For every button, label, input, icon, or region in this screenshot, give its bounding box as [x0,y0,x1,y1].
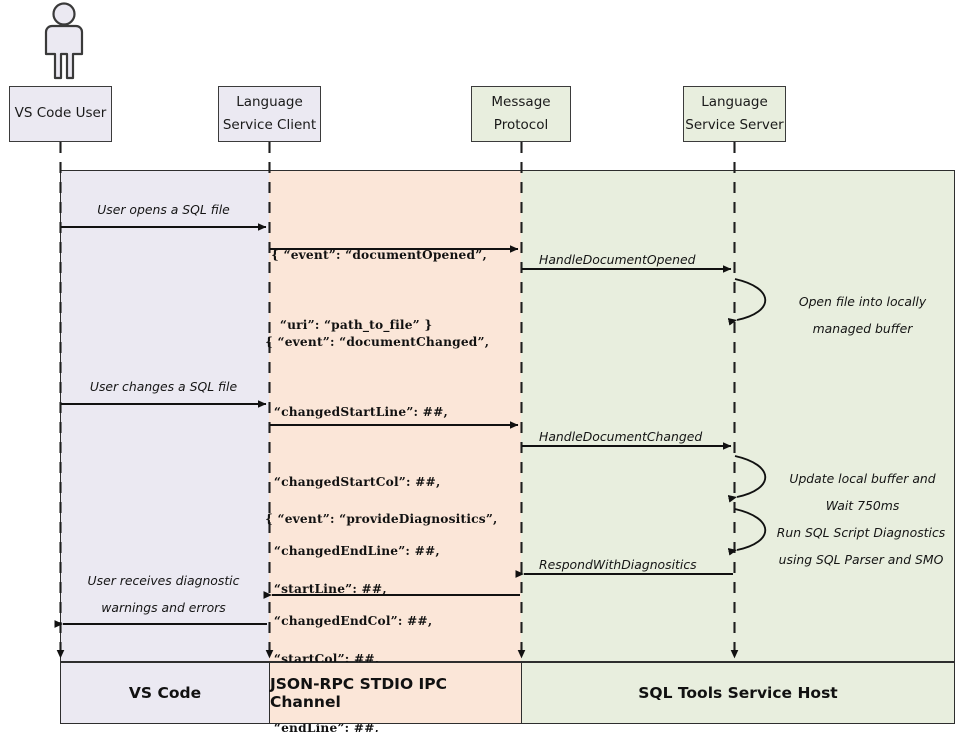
payload-line: “changedEndLine”: ##, [265,544,440,559]
stick-figure-actor [44,2,84,80]
participant-label-line2: Protocol [493,116,549,133]
label-user-receives-diagnostics-line2: warnings and errors [101,600,226,615]
payload-line: “changedStartCol”: ##, [265,474,441,489]
annotation-open-file-buffer-line2: managed buffer [812,321,913,336]
zone-ipc-channel [269,170,521,662]
footer-label: SQL Tools Service Host [638,684,838,702]
payload-document-opened: { “event”: “documentOpened”, “uri”: “pat… [271,198,487,384]
participant-label-line2: Service Server [685,116,784,133]
payload-line: { “event”: “documentOpened”, [271,248,487,263]
participant-message-protocol[interactable]: Message Protocol [471,86,571,142]
payload-line: “startLine”: ##, [265,582,387,597]
selfloop-run-diagnostics [727,508,767,556]
zone-sql-tools-host [521,170,955,662]
annotation-update-buffer-line2: Wait 750ms [825,498,900,513]
payload-line: { “event”: “documentChanged”, [265,335,490,350]
participant-label-line1: Message [491,94,551,110]
footer-sql-tools-service-host[interactable]: SQL Tools Service Host [521,662,955,724]
zone-vscode [60,170,269,662]
annotation-run-diagnostics-line2: using SQL Parser and SMO [778,552,944,567]
payload-line: “uri”: “path_to_file” } [271,318,433,333]
footer-vs-code[interactable]: VS Code [60,662,270,724]
payload-line: “changedEndCol”: ##, [265,613,433,628]
payload-line: { “event”: “provideDiagnositics”, [265,512,498,527]
participant-language-service-client[interactable]: Language Service Client [218,86,321,142]
payload-line: “changedStartLine”: ##, [265,405,448,420]
label-user-changes-sql-file: User changes a SQL file [89,379,238,394]
footer-jsonrpc-ipc-channel[interactable]: JSON-RPC STDIO IPC Channel [269,662,522,724]
participant-label-line1: Language [701,94,768,110]
label-handle-document-opened: HandleDocumentOpened [539,252,696,267]
participant-language-service-server[interactable]: Language Service Server [683,86,786,142]
footer-label: JSON-RPC STDIO IPC Channel [270,675,448,711]
label-user-opens-sql-file: User opens a SQL file [97,202,230,217]
payload-line: “endLine”: ##, [265,721,380,732]
participant-label-line1: VS Code User [14,105,107,122]
selfloop-open-file-buffer [727,278,767,326]
annotation-run-diagnostics-line1: Run SQL Script Diagnostics [776,525,946,540]
participant-vs-code-user[interactable]: VS Code User [9,86,112,142]
annotation-update-buffer-line1: Update local buffer and [789,471,936,486]
footer-label: VS Code [128,684,202,702]
selfloop-update-buffer-wait [727,455,767,503]
label-handle-document-changed: HandleDocumentChanged [539,429,703,444]
participant-label-line2: Service Client [222,116,317,133]
label-user-receives-diagnostics-line1: User receives diagnostic [87,573,240,588]
participant-label-line1: Language [236,94,303,110]
annotation-open-file-buffer-line1: Open file into locally [798,294,927,309]
label-respond-with-diagnositics: RespondWithDiagnositics [539,557,697,572]
